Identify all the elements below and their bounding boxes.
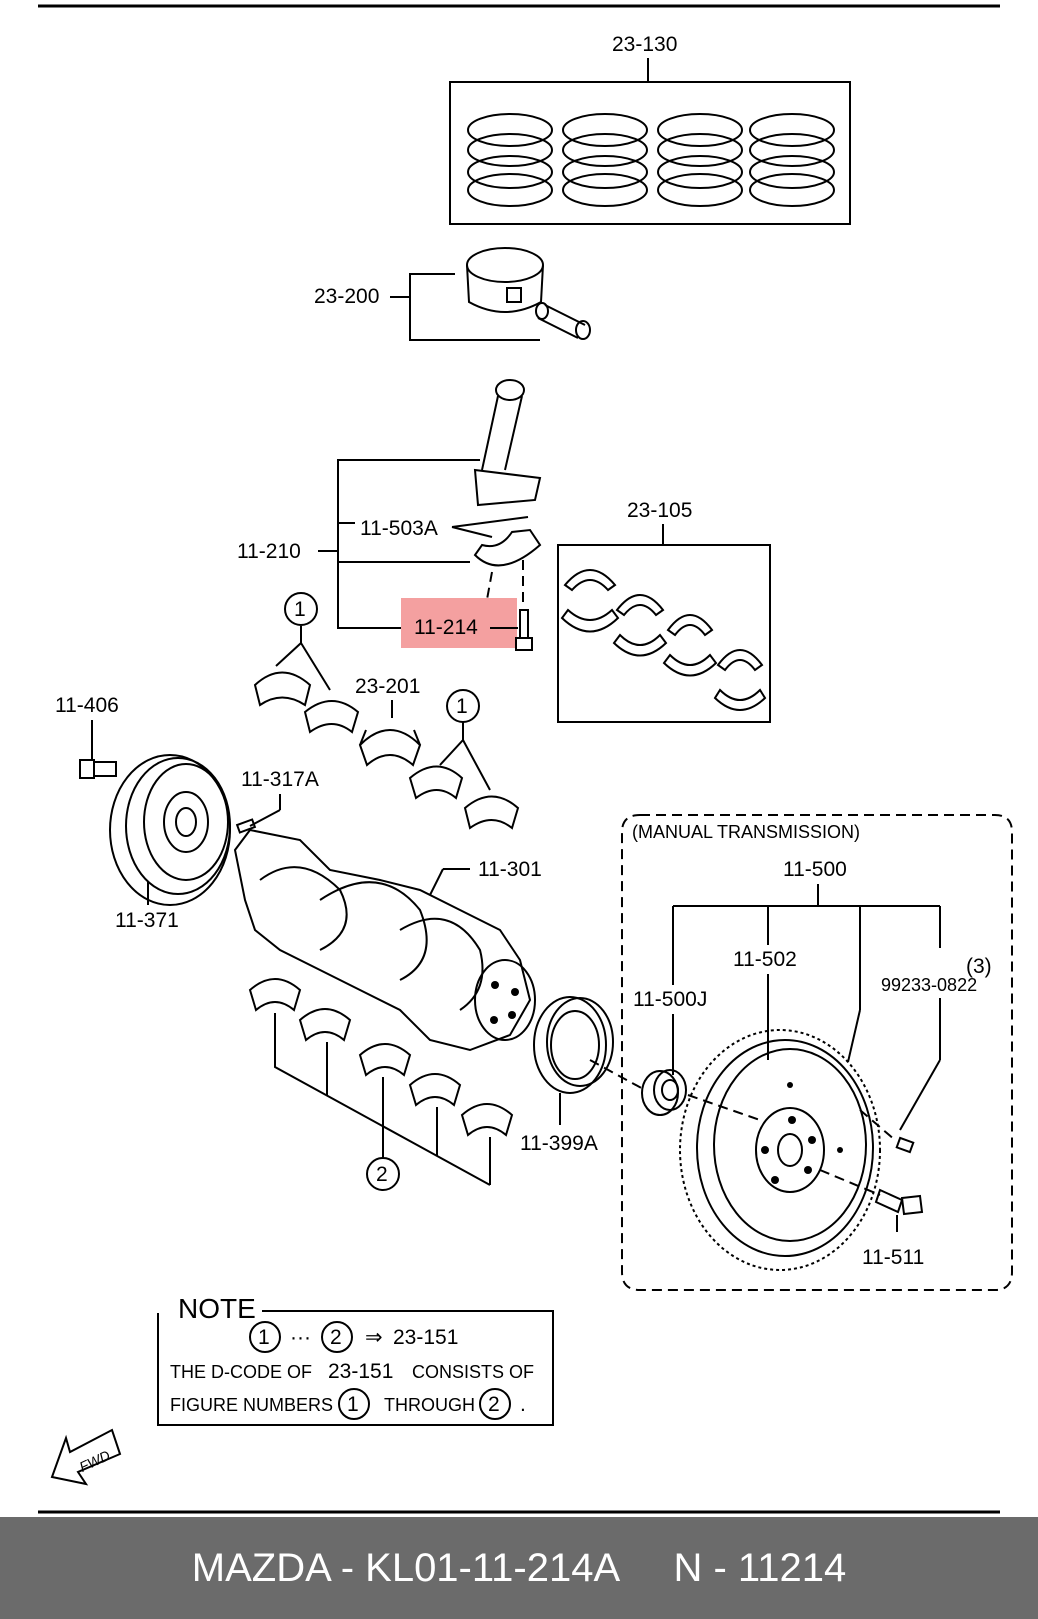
piston	[466, 247, 544, 313]
crank-pulley	[109, 754, 231, 906]
label-23-201: 23-201	[355, 675, 420, 698]
fwd-arrow: FWD	[50, 1428, 122, 1486]
highlight-11-214	[401, 598, 517, 648]
crankshaft	[233, 828, 536, 1052]
label-11-502: 11-502	[733, 948, 797, 971]
note-range-from: 1	[258, 1326, 270, 1349]
figure-number-circle	[284, 592, 318, 626]
note-range-dots: ···	[290, 1326, 311, 1349]
note-line3-end: .	[520, 1393, 526, 1416]
note-line2-a: THE D-CODE OF	[170, 1362, 312, 1382]
rear-oil-seal	[533, 996, 614, 1094]
figure-number: 1	[456, 695, 468, 718]
note-range-to: 2	[330, 1326, 342, 1349]
note-line2-b: CONSISTS OF	[412, 1362, 534, 1382]
label-qty-3: (3)	[966, 955, 992, 978]
label-11-214: 11-214	[414, 616, 478, 639]
rear-seal-group: 11-399A	[520, 996, 646, 1155]
label-11-503A: 11-503A	[360, 517, 438, 540]
piston-ring-set-group: 23-130	[449, 33, 851, 225]
figure-number: 1	[294, 598, 306, 621]
rod-bearing-set-group: 23-105	[557, 499, 771, 723]
note-title: NOTE	[178, 1293, 256, 1324]
label-23-200: 23-200	[314, 285, 379, 308]
flywheel-bolt	[874, 1188, 924, 1216]
label-11-500J: 11-500J	[633, 988, 707, 1011]
figure-number-circle	[366, 1157, 400, 1191]
pulley-bolt	[79, 759, 117, 779]
upper-main-bearings-group: 1 23-201 1	[253, 592, 520, 830]
piston-ring-2	[562, 113, 648, 207]
label-11-511: 11-511	[862, 1246, 924, 1269]
label-23-130: 23-130	[612, 33, 677, 56]
manual-transmission-group: (MANUAL TRANSMISSION) 11-500 11-500J 11-…	[621, 814, 1013, 1291]
note-line3-n1: 1	[347, 1393, 359, 1416]
note-range-code: 23-151	[393, 1326, 458, 1349]
label-23-105: 23-105	[627, 499, 692, 522]
lower-main-bearings-group: 2	[248, 978, 514, 1191]
footer-part-number: MAZDA - KL01-11-214A N - 11214	[191, 1545, 847, 1590]
label-11-406: 11-406	[55, 694, 119, 717]
note-line3-b: THROUGH	[384, 1395, 475, 1415]
flywheel	[679, 1029, 881, 1271]
pulley-group: 11-406 11-371	[55, 694, 231, 932]
piston-ring-3	[657, 113, 743, 207]
connecting-rod-group: 11-210 11-503A 11-214	[237, 379, 542, 651]
piston-pin	[535, 302, 591, 340]
label-11-399A: 11-399A	[520, 1132, 598, 1155]
piston-ring-1	[467, 113, 553, 207]
piston-ring-4	[749, 113, 835, 207]
note-line2-code: 23-151	[328, 1360, 393, 1383]
conrod-bolt	[515, 609, 533, 651]
dowel-pin	[895, 1136, 915, 1154]
note-arrow: ⇒	[365, 1326, 383, 1349]
label-manual-transmission: (MANUAL TRANSMISSION)	[632, 822, 860, 842]
label-11-210: 11-210	[237, 540, 301, 563]
label-11-371: 11-371	[115, 909, 179, 932]
label-99233-0822: 99233-0822	[881, 975, 977, 995]
label-11-317A: 11-317A	[241, 768, 319, 791]
footer-banner: MAZDA - KL01-11-214A N - 11214	[0, 1517, 1038, 1619]
crankshaft-group: 11-317A 11-301	[233, 768, 542, 1052]
figure-number: 2	[376, 1163, 388, 1186]
parts-diagram: 23-130 23-200	[38, 4, 1013, 1514]
fwd-label: FWD	[77, 1447, 113, 1475]
label-11-301: 11-301	[478, 858, 542, 881]
note-box: NOTE 1 ··· 2 ⇒ 23-151 THE D-CODE OF 23-1…	[157, 1293, 554, 1426]
piston-group: 23-200	[314, 247, 591, 341]
pilot-bearing	[641, 1069, 687, 1116]
label-11-500: 11-500	[783, 858, 847, 881]
note-line3-n2: 2	[488, 1393, 500, 1416]
connecting-rod	[473, 379, 542, 507]
note-line3-a: FIGURE NUMBERS	[170, 1395, 333, 1415]
rod-cap	[473, 528, 542, 567]
